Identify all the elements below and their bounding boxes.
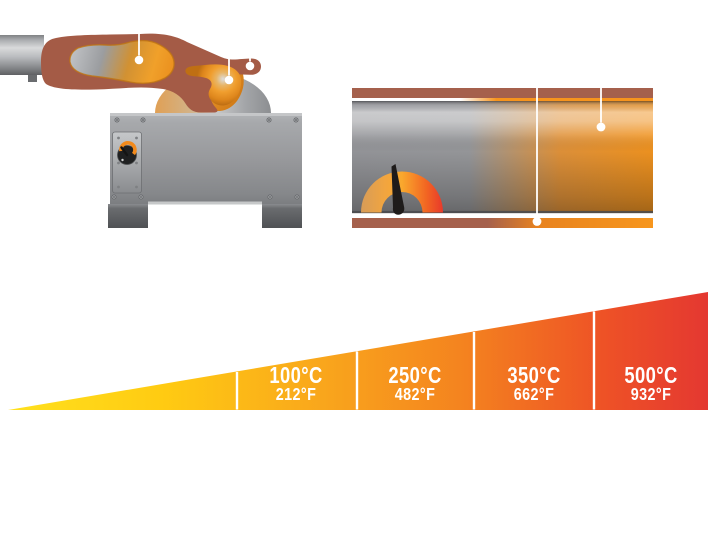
feed-pipe-bracket [28,75,37,82]
machine-legs [108,204,302,228]
melter-illustration [0,8,302,228]
scale-gradient-wedge [8,292,708,410]
fahrenheit-value: 212°F [275,384,317,404]
pipe-inner-edge [352,98,653,102]
pipe-wall-bottom [352,218,653,228]
celsius-value: 250°C [388,362,442,388]
molten-drip [185,64,242,106]
machine-callouts [138,8,251,76]
temp-label-500c: 500°C 932°F [591,362,710,404]
celsius-value: 100°C [269,362,323,388]
temp-label-250c: 250°C 482°F [355,362,475,404]
pipe-wall-top [352,88,653,98]
gauge-needle [391,164,405,215]
celsius-value: 350°C [507,362,561,388]
pipe-interior-shading [352,101,653,213]
temp-label-100c: 100°C 212°F [236,362,356,404]
melter-body [110,113,302,205]
feed-pipe [0,35,44,75]
pipe-callouts [536,87,602,217]
fahrenheit-value: 662°F [513,384,555,404]
pipe-bottom-shadow [352,211,653,214]
temperature-scale-wedge [8,292,708,410]
callout-marker[interactable] [134,55,144,65]
fahrenheit-value: 932°F [630,384,672,404]
callout-marker[interactable] [532,217,542,226]
temperature-gauge [361,164,443,215]
fahrenheit-value: 482°F [394,384,436,404]
temperature-knob [117,141,137,165]
control-panel [112,131,142,194]
callout-marker[interactable] [245,61,255,71]
temp-label-350c: 350°C 662°F [474,362,594,404]
molten-pool [69,39,175,85]
celsius-value: 500°C [624,362,678,388]
callout-marker[interactable] [596,122,606,132]
heated-pipe-illustration [352,87,653,228]
callout-marker[interactable] [224,75,234,85]
